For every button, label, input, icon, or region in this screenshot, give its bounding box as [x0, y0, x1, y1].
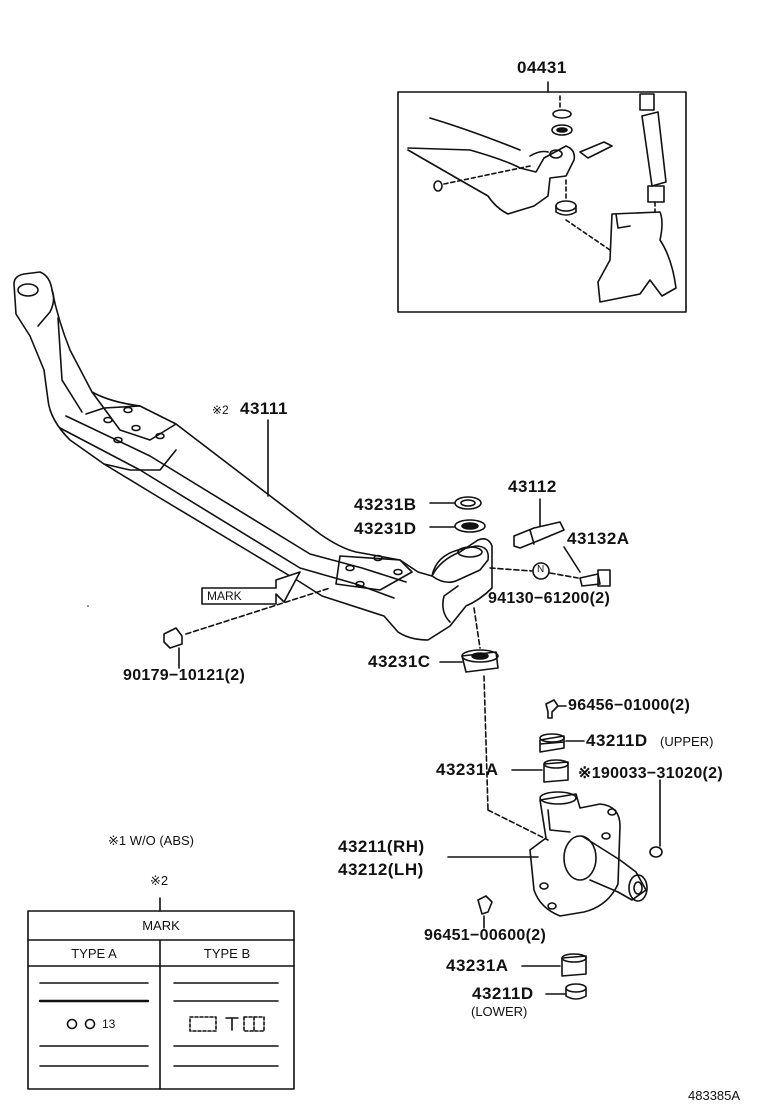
label-43112: 43112 — [508, 477, 557, 496]
mark-table-header: MARK — [142, 918, 180, 933]
mark-label: MARK — [207, 589, 242, 603]
mark-table-col-b: TYPE B — [203, 946, 251, 961]
axle-beam — [13, 271, 493, 641]
label-96456: 96456−01000(2) — [568, 697, 691, 714]
label-43231d: 43231D — [354, 519, 417, 538]
mark-arrow — [201, 571, 301, 605]
label-43231a-lower: 43231A — [446, 956, 509, 975]
mark-table-col-a: TYPE A — [71, 946, 117, 961]
mark-table-lines — [27, 897, 295, 1090]
footnote-mark-2: ※2 — [150, 873, 169, 888]
label-43211d-upper: 43211D — [586, 731, 648, 750]
note-mark-2: ※2 — [212, 403, 229, 417]
label-94130: 94130−61200(2) — [488, 590, 611, 607]
label-43231a-upper: 43231A — [436, 760, 499, 779]
upper-note: (UPPER) — [660, 734, 714, 749]
label-43111: 43111 — [240, 399, 288, 418]
inset-axle-end — [407, 145, 576, 215]
label-43211-rh: 43211(RH) — [338, 837, 425, 856]
type-a-mark-text: 13 — [102, 1017, 116, 1031]
label-43231b: 43231B — [354, 495, 417, 514]
label-90179: 90179−10121(2) — [123, 667, 246, 684]
label-43231c: 43231C — [368, 652, 431, 671]
lower-note: (LOWER) — [471, 1004, 528, 1019]
steering-knuckle — [529, 793, 621, 917]
n-symbol: N — [537, 564, 545, 575]
label-43132a: 43132A — [567, 529, 630, 548]
title-part-number: 04431 — [517, 58, 567, 77]
footnote-abs: ※1 W/O (ABS) — [108, 833, 195, 848]
figure-id: 483385A — [688, 1088, 741, 1103]
label-96451: 96451−00600(2) — [424, 927, 547, 944]
inset-box — [397, 91, 687, 313]
label-90033: ※190033−31020(2) — [578, 765, 723, 782]
label-43212-lh: 43212(LH) — [338, 860, 424, 879]
label-43211d-lower: 43211D — [472, 984, 534, 1003]
